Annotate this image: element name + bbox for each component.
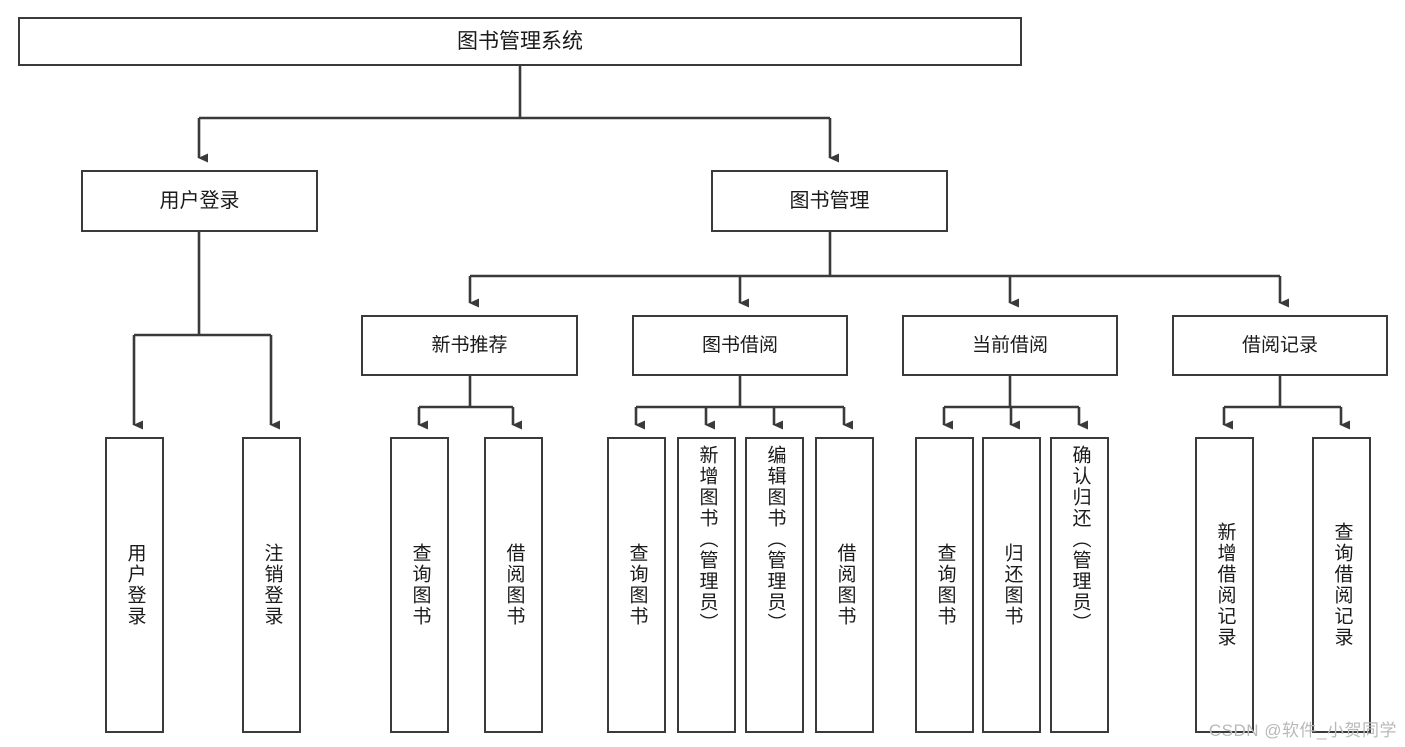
node-user-login[interactable]: 用户登录: [81, 170, 318, 232]
node-label: 新增图书（管理员）: [696, 445, 718, 634]
node-label: 图书管理系统: [457, 29, 583, 53]
leaf-return-book[interactable]: 归还图书: [982, 437, 1041, 733]
node-new-book-recommend[interactable]: 新书推荐: [361, 315, 578, 376]
leaf-user-login[interactable]: 用户登录: [105, 437, 164, 733]
node-label: 用户登录: [124, 543, 146, 627]
leaf-query-book-borrow[interactable]: 查询图书: [607, 437, 666, 733]
node-label: 图书借阅: [701, 334, 778, 356]
leaf-query-book-recommend[interactable]: 查询图书: [390, 437, 449, 733]
node-label: 查询图书: [409, 543, 431, 627]
watermark-text: CSDN @软件_小贺同学: [1208, 721, 1397, 740]
node-borrow-record[interactable]: 借阅记录: [1172, 315, 1388, 376]
node-label: 借阅记录: [1241, 334, 1318, 356]
node-label: 借阅图书: [834, 543, 856, 627]
node-label: 编辑图书（管理员）: [764, 445, 786, 634]
node-label: 用户登录: [159, 189, 240, 212]
leaf-borrow-book-recommend[interactable]: 借阅图书: [484, 437, 543, 733]
node-label: 查询图书: [934, 543, 956, 627]
leaf-logout[interactable]: 注销登录: [242, 437, 301, 733]
leaf-add-book-admin[interactable]: 新增图书（管理员）: [677, 437, 736, 733]
node-book-management[interactable]: 图书管理: [711, 170, 948, 232]
node-label: 查询图书: [626, 543, 648, 627]
leaf-confirm-return-admin[interactable]: 确认归还（管理员）: [1050, 437, 1109, 733]
node-label: 查询借阅记录: [1331, 522, 1353, 648]
node-label: 当前借阅: [971, 334, 1048, 356]
node-label: 确认归还（管理员）: [1069, 445, 1091, 634]
node-current-borrow[interactable]: 当前借阅: [902, 315, 1118, 376]
node-label: 注销登录: [261, 543, 283, 627]
leaf-add-borrow-record[interactable]: 新增借阅记录: [1195, 437, 1254, 733]
leaf-borrow-book[interactable]: 借阅图书: [815, 437, 874, 733]
node-label: 借阅图书: [503, 543, 525, 627]
node-label: 归还图书: [1001, 543, 1023, 627]
node-book-borrow[interactable]: 图书借阅: [632, 315, 848, 376]
node-label: 图书管理: [789, 189, 870, 212]
leaf-query-book-current[interactable]: 查询图书: [915, 437, 974, 733]
node-label: 新增借阅记录: [1214, 522, 1236, 648]
leaf-query-borrow-record[interactable]: 查询借阅记录: [1312, 437, 1371, 733]
leaf-edit-book-admin[interactable]: 编辑图书（管理员）: [745, 437, 804, 733]
node-root-book-management-system[interactable]: 图书管理系统: [18, 17, 1022, 66]
node-label: 新书推荐: [431, 334, 508, 356]
